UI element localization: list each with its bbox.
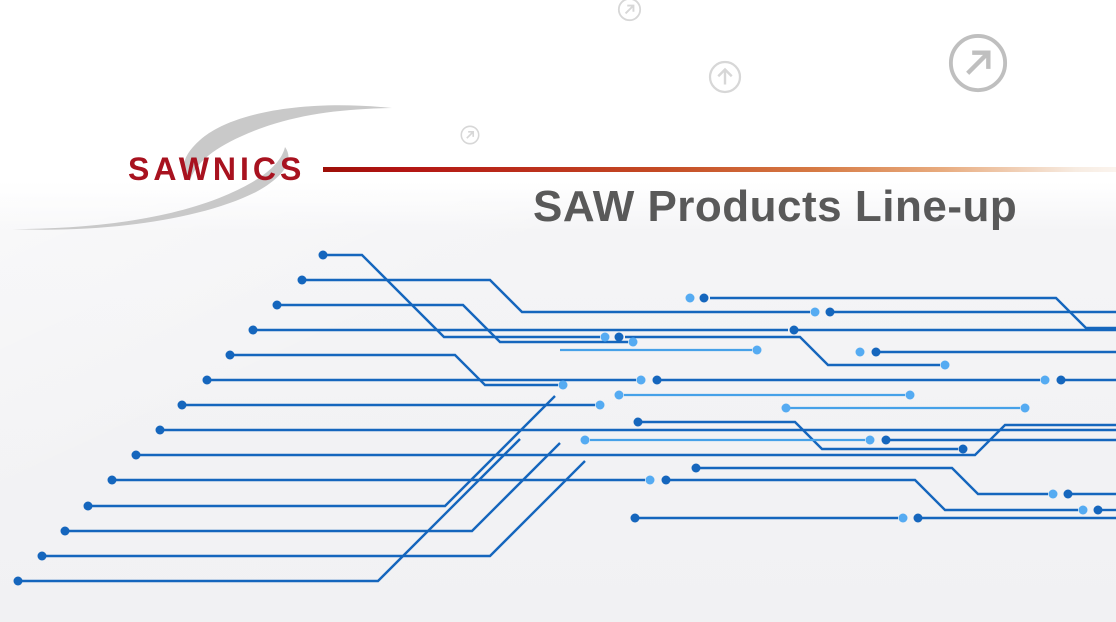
- brand-logo-text: SAWNICS: [128, 151, 306, 187]
- arrow-up-icon: [708, 60, 742, 94]
- accent-rule: [323, 167, 1116, 172]
- circuit-node-dots: [13, 250, 1103, 586]
- arrow-up-right-icon: [460, 125, 480, 145]
- arrow-up-right-icon: [948, 33, 1008, 93]
- logo-swoosh: [12, 105, 392, 230]
- page-title: SAW Products Line-up: [533, 182, 1018, 231]
- arrow-up-right-icon: [617, 0, 642, 22]
